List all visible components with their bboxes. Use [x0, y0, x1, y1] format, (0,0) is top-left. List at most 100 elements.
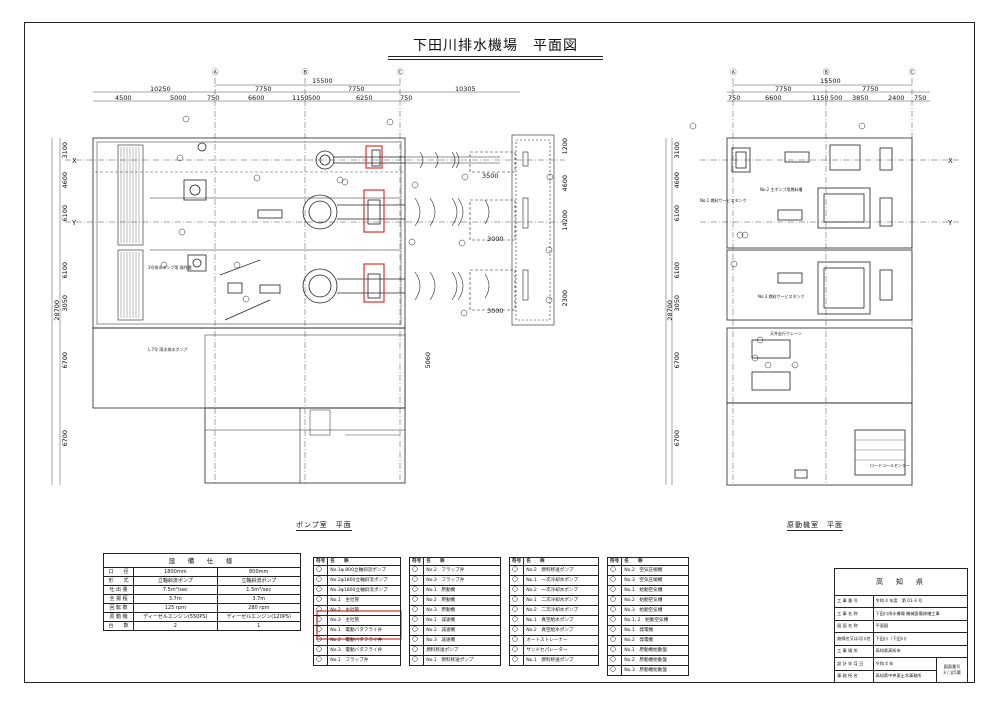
legend-row: No.3 原動機始動盤: [606, 665, 689, 676]
spec-value: 7.5m³/sec: [133, 585, 218, 595]
legend-symbol: [408, 645, 425, 656]
legend-symbol: [508, 625, 525, 636]
title-block-label: 工 事 場 所: [834, 644, 874, 659]
legend-name: No.3 減速機: [423, 635, 501, 646]
legend-header: 符号: [508, 557, 525, 566]
legend-row: No.2φ1800立軸斜流ポンプ: [312, 575, 401, 586]
legend-symbol: [606, 585, 623, 596]
title-block-row: 工 事 場 所高知県高知市: [834, 644, 969, 659]
legend-symbol: [312, 635, 329, 646]
grid-label-c: Ⓒ: [397, 68, 404, 76]
dim-row2-right: 2400: [888, 94, 905, 102]
legend-symbol: [408, 565, 425, 576]
spec-label: 形 式: [102, 576, 135, 586]
title-block-row: 路線名又は河川名下田川（下田川）: [834, 632, 969, 646]
right-dim: 2300: [561, 290, 569, 307]
legend-symbol: [408, 625, 425, 636]
spec-value: 800mm: [216, 567, 302, 577]
sheet-total-label: 全: [949, 670, 955, 676]
dim-row2: 5000: [170, 94, 187, 102]
spec-value: 2: [133, 621, 218, 631]
title-block-row: 工 事 番 号令和 4 年度 第 01-3 号: [834, 594, 969, 609]
legend-name: No.2 フラップ弁: [423, 565, 501, 576]
side-dim: 6700: [61, 430, 69, 447]
legend-symbol: [312, 585, 329, 596]
legend-header: 符号: [606, 557, 623, 566]
legend-name: No.2 発電機: [621, 635, 689, 646]
legend-name: No.2 主吐管: [327, 605, 401, 616]
spec-value: 1800mm: [133, 567, 218, 577]
legend-symbol: [606, 565, 623, 576]
legend-row: No.3 フラップ弁: [408, 575, 501, 586]
legend-symbol: [408, 635, 425, 646]
dim-row1-right: 7750: [775, 85, 792, 93]
side-dim: 3050: [61, 295, 69, 312]
legend-name: No.1 燃料移送ポンプ: [523, 655, 599, 666]
svg-text:X: X: [72, 157, 77, 165]
legend-row: No.3 主吐管: [312, 615, 401, 626]
legend-name: No.1φ 800立軸斜流ポンプ: [327, 565, 401, 576]
legend-symbol: [312, 605, 329, 616]
legend-name: No.1 燃料移送ポンプ: [423, 655, 501, 666]
dim-row2: 6250: [356, 94, 373, 102]
spec-label: 全 揚 程: [102, 594, 135, 604]
legend-symbol: [508, 565, 525, 576]
dim-row2: 750: [207, 94, 220, 102]
grid-label-b: Ⓑ: [302, 68, 309, 76]
dim-row1: 7750: [255, 85, 272, 93]
right-dim: 14200: [561, 210, 569, 231]
dim-overall-right: 15500: [820, 77, 841, 85]
legend-symbol: [408, 595, 425, 606]
side-dim-right: 3050: [673, 295, 681, 312]
title-block-value: 高知県中央東土木事務所: [872, 669, 938, 684]
legend-symbol: [312, 565, 329, 576]
spec-row: 形 式立軸斜流ポンプ立軸斜流ポンプ: [102, 576, 302, 586]
legend-name: No.3 原動機始動盤: [621, 665, 689, 676]
legend-row: No.2 原動機: [408, 595, 501, 606]
title-block-value: 下田川排水機場 機械設備修繕工事: [872, 607, 969, 621]
legend-name: No.2 燃料移送ポンプ: [523, 565, 599, 576]
title-block-value: 高知県高知市: [872, 644, 969, 659]
legend-name: No.1, 2 始動空気槽: [621, 615, 689, 626]
legend-name: No.2 始動空気槽: [621, 595, 689, 606]
legend-header: 名 称: [423, 557, 501, 566]
legend-symbol: [408, 605, 425, 616]
legend-name: No.1 二次冷却水ポンプ: [523, 595, 599, 606]
grid-label-b-right: Ⓑ: [823, 68, 830, 76]
legend-name: No.3 始動空気槽: [621, 605, 689, 616]
spec-label: 吐 出 量: [102, 585, 135, 595]
spec-value: 1: [216, 621, 302, 631]
legend-symbol: [508, 635, 525, 646]
title-block-label: 設 計 年 月 日: [834, 657, 874, 671]
right-plan-caption: 原動機室 平面: [787, 521, 843, 531]
legend-row: No.2 燃料移送ポンプ: [508, 565, 599, 576]
legend-name: No.2 二次冷却水ポンプ: [523, 605, 599, 616]
svg-text:Y: Y: [71, 219, 77, 227]
legend-name: No.3 フラップ弁: [423, 575, 501, 586]
spec-value: 3.7m: [216, 594, 302, 604]
legend-row: No.3 空気圧縮機: [606, 575, 689, 586]
side-dim: 6100: [61, 205, 69, 222]
title-block-label: 工 事 名 称: [834, 607, 874, 621]
legend-row: No.3 電動バタフライ弁: [312, 645, 401, 656]
svg-text:X: X: [948, 157, 953, 165]
lower-room-outline: [92, 327, 406, 409]
sheet-index: 3: [943, 670, 946, 676]
right-dim: 1200: [561, 138, 569, 155]
dim-row2: 4500: [115, 94, 132, 102]
dim-row1: 7750: [348, 85, 365, 93]
owner-name: 高 知 県: [834, 568, 968, 596]
side-dim: 6700: [61, 352, 69, 369]
legend-name: No.3φ1800立軸斜流ポンプ: [327, 585, 401, 596]
legend-row: No.1 原動機始動盤: [606, 645, 689, 656]
grid-label-a: Ⓐ: [212, 68, 219, 76]
legend-name: サンドセパレーター: [523, 645, 599, 656]
side-dim: 6100: [61, 262, 69, 279]
legend-header: 名 称: [327, 557, 401, 566]
